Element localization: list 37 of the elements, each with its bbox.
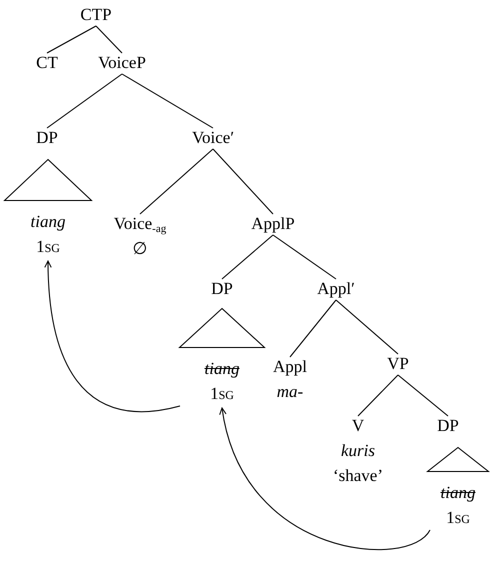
category-label: Voice′ [192,127,234,149]
tree-branch [46,74,122,128]
tree-branch [272,234,336,280]
category-label: CT [36,52,58,74]
category-label: DP [211,278,233,300]
tree-branch [336,300,398,354]
category-label: VoiceP [98,52,146,74]
category-label: DP [36,127,58,149]
category-label: V [350,415,366,437]
tree-branch [290,300,336,358]
word-label: ma- [276,381,304,403]
word-label: tiang [440,482,476,504]
tree-branch [46,26,96,54]
tree-branch [358,374,398,416]
tree-branch [140,148,214,214]
category-label: DP [437,415,459,437]
feature-label: 1sg [209,383,235,405]
tree-branch [398,374,448,416]
gloss-label: ‘shave’ [332,465,384,487]
tree-branch [96,26,122,54]
movement-arrow [220,408,430,550]
category-label: CTP [80,4,112,26]
tree-branch [122,74,214,128]
category-label: Voice$_{-ag}$ [114,213,166,236]
null-morpheme-label: ∅ [132,238,148,260]
category-label: Appl′ [317,278,355,300]
movement-arrow [44,260,180,412]
word-label: kuris [340,440,376,462]
category-label: ApplP [251,213,295,235]
category-label: VP [387,353,409,375]
tree-branch [212,148,274,214]
word-label: tiang [30,211,66,233]
category-label: Appl [273,356,307,378]
word-label: tiang [204,358,240,380]
tree-branch [222,234,274,280]
feature-label: 1sg [35,236,61,258]
feature-label: 1sg [445,507,471,529]
